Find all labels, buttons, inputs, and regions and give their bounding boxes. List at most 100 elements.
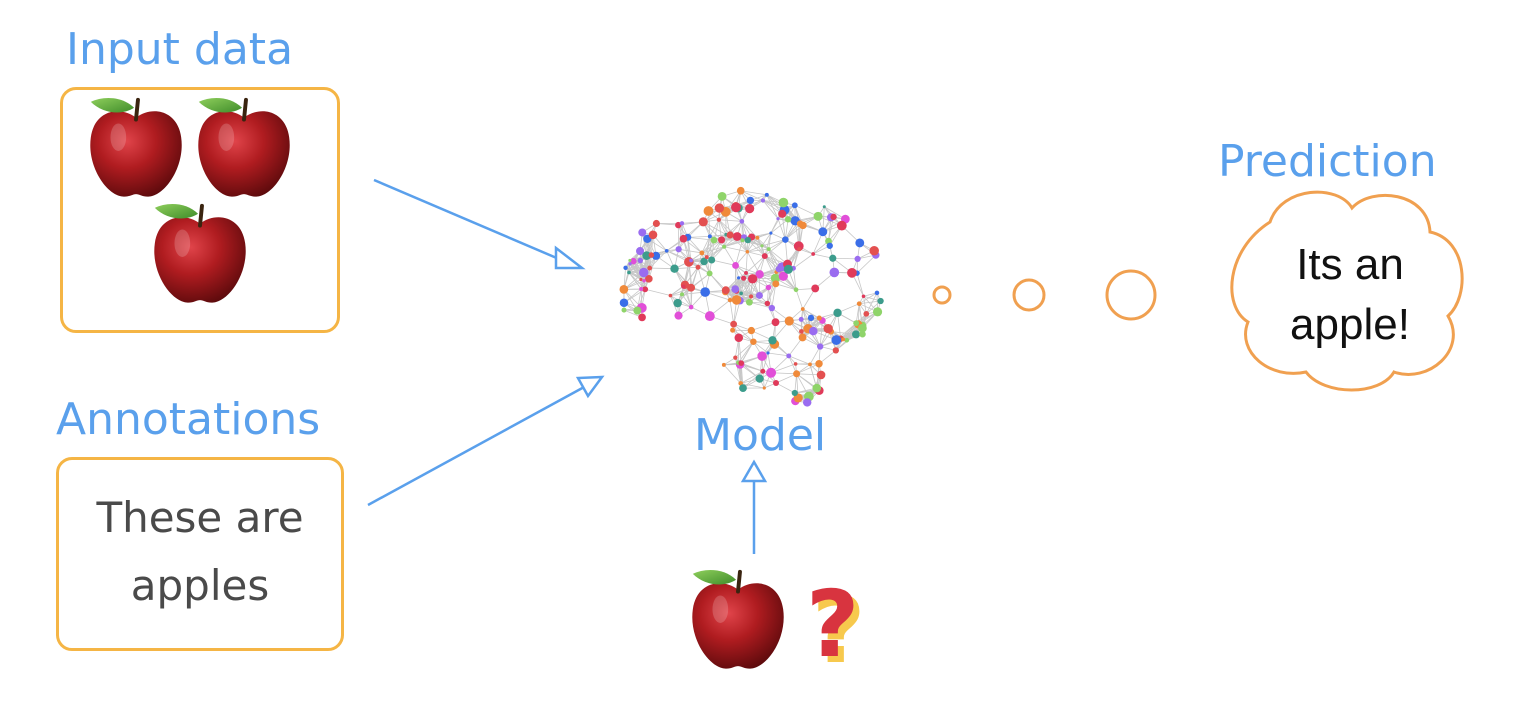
brain-node: [802, 398, 812, 407]
brain-node: [737, 276, 741, 280]
brain-node: [664, 248, 669, 253]
brain-node: [793, 287, 799, 293]
brain-node: [673, 298, 682, 308]
brain-node: [675, 246, 682, 253]
brain-edge: [795, 289, 804, 310]
brain-edge: [747, 248, 769, 253]
brain-node: [744, 236, 752, 244]
brain-edge: [733, 323, 754, 343]
brain-edge: [775, 283, 797, 291]
brain-edge: [729, 234, 748, 253]
brain-edge: [750, 296, 773, 309]
brain-node: [747, 326, 756, 335]
brain-edge: [747, 245, 763, 253]
brain-node: [726, 231, 734, 239]
brain-edge: [785, 223, 801, 240]
brain-node: [639, 267, 649, 278]
brain-edge: [687, 235, 710, 238]
brain-edge: [768, 233, 772, 250]
brain-edge: [701, 239, 722, 254]
brain-node: [642, 251, 651, 260]
brain-node: [741, 275, 747, 281]
brain-node: [686, 283, 695, 292]
brain-node: [818, 227, 828, 237]
brain-edge: [723, 364, 741, 384]
brain-node: [782, 236, 789, 243]
brain-edge: [757, 232, 772, 239]
brain-edge: [796, 363, 820, 375]
brain-node: [746, 196, 755, 205]
brain-edge: [641, 232, 652, 256]
brain-edge: [683, 238, 692, 261]
brain-node: [704, 311, 715, 322]
brain-node: [679, 221, 685, 226]
brain-edge: [761, 239, 786, 247]
brain-node: [648, 252, 655, 258]
brain-node: [791, 389, 798, 397]
brain-edge: [865, 292, 878, 315]
brain-node: [760, 198, 766, 203]
brain-node: [797, 247, 802, 252]
brain-node: [721, 362, 726, 367]
brain-edge: [746, 251, 761, 275]
brain-edge: [670, 286, 684, 296]
annotations-label: Annotations: [56, 394, 321, 445]
brain-node: [704, 255, 709, 260]
brain-node: [689, 258, 693, 263]
apple-icon: [692, 570, 783, 669]
brain-node: [745, 298, 753, 306]
brain-node: [815, 360, 823, 368]
brain-node: [761, 253, 768, 260]
brain-edge: [801, 331, 821, 347]
brain-node: [861, 294, 866, 299]
brain-node: [769, 231, 773, 235]
brain-edge: [735, 240, 743, 266]
brain-node: [784, 216, 792, 223]
brain-node: [755, 235, 760, 240]
brain-edge: [729, 300, 735, 325]
brain-node: [714, 203, 725, 213]
brain-edge: [837, 312, 842, 339]
brain-node: [670, 264, 679, 273]
brain-node: [707, 234, 712, 239]
brain-edge: [745, 272, 752, 297]
brain-node: [733, 355, 738, 360]
brain-node: [698, 217, 708, 227]
brain-edge: [788, 355, 811, 365]
brain-edge: [842, 322, 857, 340]
prediction-text-line1: Its an: [1296, 240, 1404, 289]
brain-node: [773, 379, 780, 386]
brain-node: [799, 221, 807, 230]
brain-node: [721, 286, 730, 295]
brain-node: [770, 273, 780, 283]
brain-node: [765, 284, 772, 291]
brain-edge: [793, 268, 797, 290]
brain-node: [799, 329, 804, 334]
brain-node: [847, 267, 857, 278]
brain-edge: [802, 308, 820, 319]
brain-edge: [751, 236, 766, 257]
brain-node: [757, 351, 767, 361]
brain-edge: [724, 239, 743, 248]
brain-node: [633, 306, 642, 315]
brain-node: [699, 250, 705, 256]
brain-edge: [767, 352, 789, 357]
brain-node: [700, 257, 708, 266]
brain-node: [727, 297, 733, 303]
brain-edge: [740, 341, 754, 364]
brain-node: [639, 277, 643, 282]
brain-node: [832, 347, 839, 354]
brain-edge: [733, 300, 741, 325]
brain-edge: [738, 277, 752, 297]
brain-node: [744, 270, 748, 275]
brain-node: [700, 287, 710, 297]
brain-node: [731, 295, 742, 305]
brain-edge: [711, 259, 736, 266]
brain-edge: [709, 219, 720, 237]
brain-edge: [742, 370, 764, 389]
brain-node: [874, 290, 880, 296]
brain-node: [841, 337, 846, 342]
brain-edge: [762, 352, 769, 372]
brain-node: [731, 202, 741, 213]
brain-node: [778, 197, 789, 208]
